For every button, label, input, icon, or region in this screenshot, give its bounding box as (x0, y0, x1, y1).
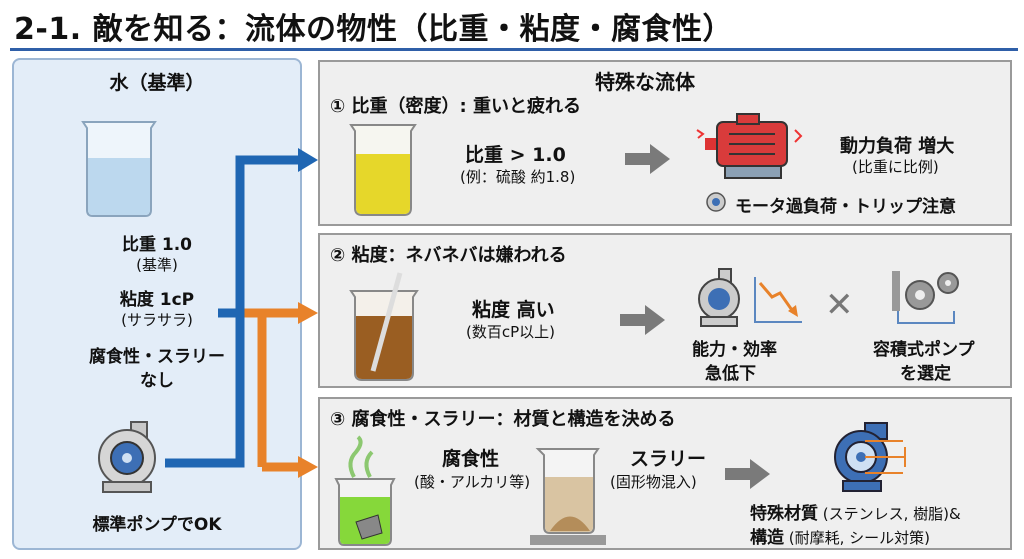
corrosive-main: 腐食性 (442, 448, 500, 470)
standard-pump-icon (98, 421, 156, 493)
material-result: 特殊材質 (ステンレス, 樹脂)& (750, 499, 961, 524)
power-load-note: (比重に比例) (852, 158, 939, 176)
standard-pump-label: 標準ポンプでOK (92, 515, 222, 535)
corrosion-heading: ③ 腐食性・スラリー：材質と構造を決める (330, 409, 676, 430)
right-arrow-icon (625, 144, 670, 174)
viscous-beaker-icon (349, 272, 419, 381)
viscosity-heading: ② 粘度：ネバネバは嫌われる (330, 245, 567, 266)
water-corrosion-note: なし (140, 371, 174, 391)
water-beaker-icon (81, 121, 157, 217)
viscosity-sub: (数百cP以上) (466, 323, 555, 341)
water-sg: 比重 1.0 (121, 235, 193, 255)
overloaded-motor-icon (696, 113, 803, 179)
slurry-beaker-icon (530, 448, 606, 545)
efficiency-drop-chart-icon (754, 277, 802, 323)
sg-main: 比重 > 1.0 (465, 144, 566, 166)
efficiency-result-1: 能力・効率 (692, 340, 777, 360)
sg-heading: ① 比重（密度）: 重いと疲れる (330, 96, 581, 117)
water-heading: 水（基準） (109, 72, 205, 94)
structure-result-bold: 構造 (750, 528, 784, 548)
page-title: 2-1. 敵を知る：流体の物性（比重・粘度・腐食性） (14, 12, 734, 47)
motor-overload-warning: モータ過負荷・トリップ注意 (735, 197, 956, 217)
structure-result: 構造 (耐摩耗, シール対策) (750, 523, 930, 548)
water-viscosity: 粘度 1cP (119, 290, 195, 310)
special-material-pump-icon (834, 422, 906, 492)
specific-gravity-panel: 特殊な流体 ① 比重（密度）: 重いと疲れる 比重 > 1.0 (例：硫酸 約1… (318, 60, 1012, 226)
slurry-sub: (固形物混入) (610, 473, 697, 491)
corrosive-beaker-icon (334, 435, 396, 546)
positive-displacement-pump-icon (892, 271, 959, 324)
pd-pump-label-2: を選定 (900, 364, 951, 384)
water-viscosity-note: (サラサラ) (121, 311, 193, 329)
power-load-result: 動力負荷 増大 (840, 136, 955, 157)
material-result-bold: 特殊材質 (750, 504, 818, 524)
water-sg-note: (基準) (136, 256, 178, 274)
structure-result-detail: (耐摩耗, シール対策) (784, 529, 931, 547)
centrifugal-pump-icon (698, 268, 740, 327)
pd-pump-label-1: 容積式ポンプ (873, 340, 975, 360)
material-result-detail: (ステンレス, 樹脂)& (818, 505, 961, 523)
sulfuric-beaker-icon (349, 124, 417, 216)
small-pump-icon (706, 192, 726, 212)
blue-connector (165, 155, 300, 468)
water-corrosion: 腐食性・スラリー (89, 347, 225, 367)
corrosion-slurry-panel: ③ 腐食性・スラリー：材質と構造を決める 腐食性 (酸・アルカリ等) スラリー … (318, 397, 1012, 550)
viscosity-main: 粘度 高い (472, 299, 555, 321)
blue-arrow-1 (298, 148, 318, 172)
slurry-main: スラリー (630, 448, 707, 470)
title-underline (10, 48, 1018, 51)
cross-icon: ✕ (825, 285, 854, 325)
sg-sub: (例：硫酸 約1.8) (460, 168, 576, 186)
special-fluid-title: 特殊な流体 (595, 70, 695, 94)
corrosive-sub: (酸・アルカリ等) (414, 473, 531, 491)
water-reference-panel: 水（基準） 比重 1.0 (基準) 粘度 1cP (サラサラ) 腐食性・スラリー… (12, 58, 302, 550)
viscosity-panel: ② 粘度：ネバネバは嫌われる 粘度 高い (数百cP以上) ✕ 能力・効率 急低… (318, 233, 1012, 388)
right-arrow-icon (620, 305, 665, 335)
efficiency-result-2: 急低下 (705, 364, 756, 384)
right-arrow-icon (725, 459, 770, 489)
